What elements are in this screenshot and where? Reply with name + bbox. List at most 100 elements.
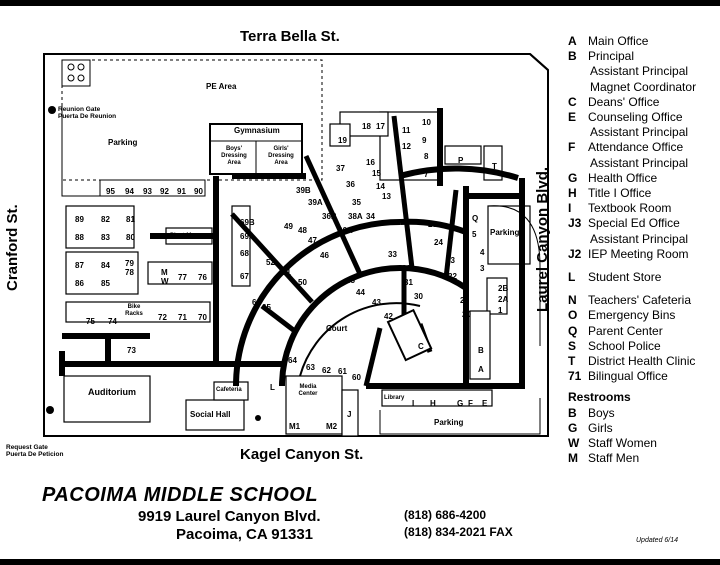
room-number: 11 — [402, 126, 411, 135]
room-number: 47 — [308, 236, 317, 245]
legend-text: Main Office — [588, 34, 649, 48]
room-number: 12 — [402, 142, 411, 151]
room-number: T — [492, 162, 497, 171]
legend-item: Assistant Principal — [568, 64, 696, 79]
room-number: 87 — [75, 261, 84, 270]
legend-key: J2 — [568, 246, 582, 261]
room-number: M1 — [289, 422, 301, 431]
room-number: 48 — [298, 226, 307, 235]
room-number: 94 — [125, 187, 134, 196]
room-block-90s — [99, 179, 206, 197]
parking-nw-label: Parking — [108, 138, 138, 147]
legend-key: A — [568, 34, 577, 48]
restroom-text: Staff Men — [588, 451, 640, 466]
room-number: 7 — [424, 170, 429, 179]
room-number: 37 — [336, 164, 345, 173]
room-number: 74 — [108, 317, 117, 326]
room-number: 24 — [434, 238, 443, 247]
legend-text: Textbook Room — [588, 201, 672, 216]
room-number: 36A — [338, 226, 353, 235]
room-number: W — [161, 277, 169, 286]
room-number: 16 — [366, 158, 375, 167]
legend-item: O Emergency Bins — [568, 308, 696, 323]
legend-key: O — [568, 308, 578, 323]
legend-text: Principal — [588, 49, 635, 64]
pe-area-label: PE Area — [206, 82, 237, 91]
restroom-key: B — [568, 405, 577, 420]
room-number: 78 — [125, 268, 134, 277]
legend-key: L — [568, 270, 576, 285]
room-number: 70 — [198, 313, 207, 322]
address-line-1: 9919 Laurel Canyon Blvd. — [138, 508, 321, 525]
room-number: 72 — [158, 313, 167, 322]
room-number: C — [418, 342, 424, 351]
room-number: 43 — [372, 298, 381, 307]
room-number: 80 — [126, 233, 135, 242]
campus-boundary — [43, 53, 549, 437]
street-terra-bella: Terra Bella St. — [240, 28, 340, 45]
room-number: 21 — [460, 296, 469, 305]
restroom-text: Boys — [588, 405, 615, 420]
room-number: 52 — [266, 258, 275, 267]
room-number: 81 — [126, 215, 135, 224]
legend-text: Special Ed Office — [588, 216, 680, 231]
room-number: H — [430, 399, 436, 408]
room-number: 69A — [240, 232, 255, 241]
auditorium-label: Auditorium — [88, 387, 136, 397]
legend-text: School Police — [588, 338, 661, 353]
room-number: M2 — [326, 422, 338, 431]
street-kagel-canyon: Kagel Canyon St. — [240, 446, 364, 463]
campus-map — [43, 53, 549, 437]
room-number: 60 — [352, 373, 361, 382]
room-number: 20 — [462, 310, 471, 319]
room-number: 39B — [296, 186, 311, 195]
room-number: 31 — [404, 278, 413, 287]
room-number: 10 — [422, 118, 431, 127]
room-number: B — [478, 346, 484, 355]
legend-text: Parent Center — [588, 323, 663, 338]
restrooms-title: Restrooms — [568, 390, 631, 405]
room-number: 49 — [284, 222, 293, 231]
restroom-item: M Staff Men — [568, 451, 696, 466]
room-number: 89 — [75, 215, 84, 224]
room-number: I — [412, 399, 415, 408]
room-number: 9 — [422, 136, 427, 145]
room-number: 4 — [480, 248, 485, 257]
restroom-key: G — [568, 420, 578, 435]
room-number: M — [161, 268, 168, 277]
room-number: 30 — [414, 292, 423, 301]
room-number: 36 — [346, 180, 355, 189]
legend-text: Teachers' Cafeteria — [588, 293, 692, 308]
room-number: 17 — [376, 122, 385, 131]
room-number: 92 — [160, 187, 169, 196]
room-number: G — [457, 399, 464, 408]
room-number: Q — [472, 214, 479, 223]
room-number: 82 — [101, 215, 110, 224]
legend-text: Emergency Bins — [588, 308, 676, 323]
room-number: 5 — [472, 230, 477, 239]
room-number: 22 — [448, 272, 457, 281]
room-number: 75 — [86, 317, 95, 326]
restroom-key: M — [568, 451, 578, 466]
room-number: P — [458, 156, 464, 165]
room-number: 42 — [384, 312, 393, 321]
updated-note: Updated 6/14 — [636, 537, 679, 544]
room-number: 34 — [366, 212, 375, 221]
room-number: F — [468, 399, 473, 408]
room-number: L — [270, 383, 275, 392]
legend-text: Assistant Principal — [590, 125, 689, 140]
legend-text: Assistant Principal — [590, 64, 689, 79]
legend-text: Deans' Office — [588, 94, 660, 109]
room-number: 62 — [322, 366, 331, 375]
room-number: 46 — [320, 251, 329, 260]
legend-text: Counseling Office — [588, 110, 683, 125]
